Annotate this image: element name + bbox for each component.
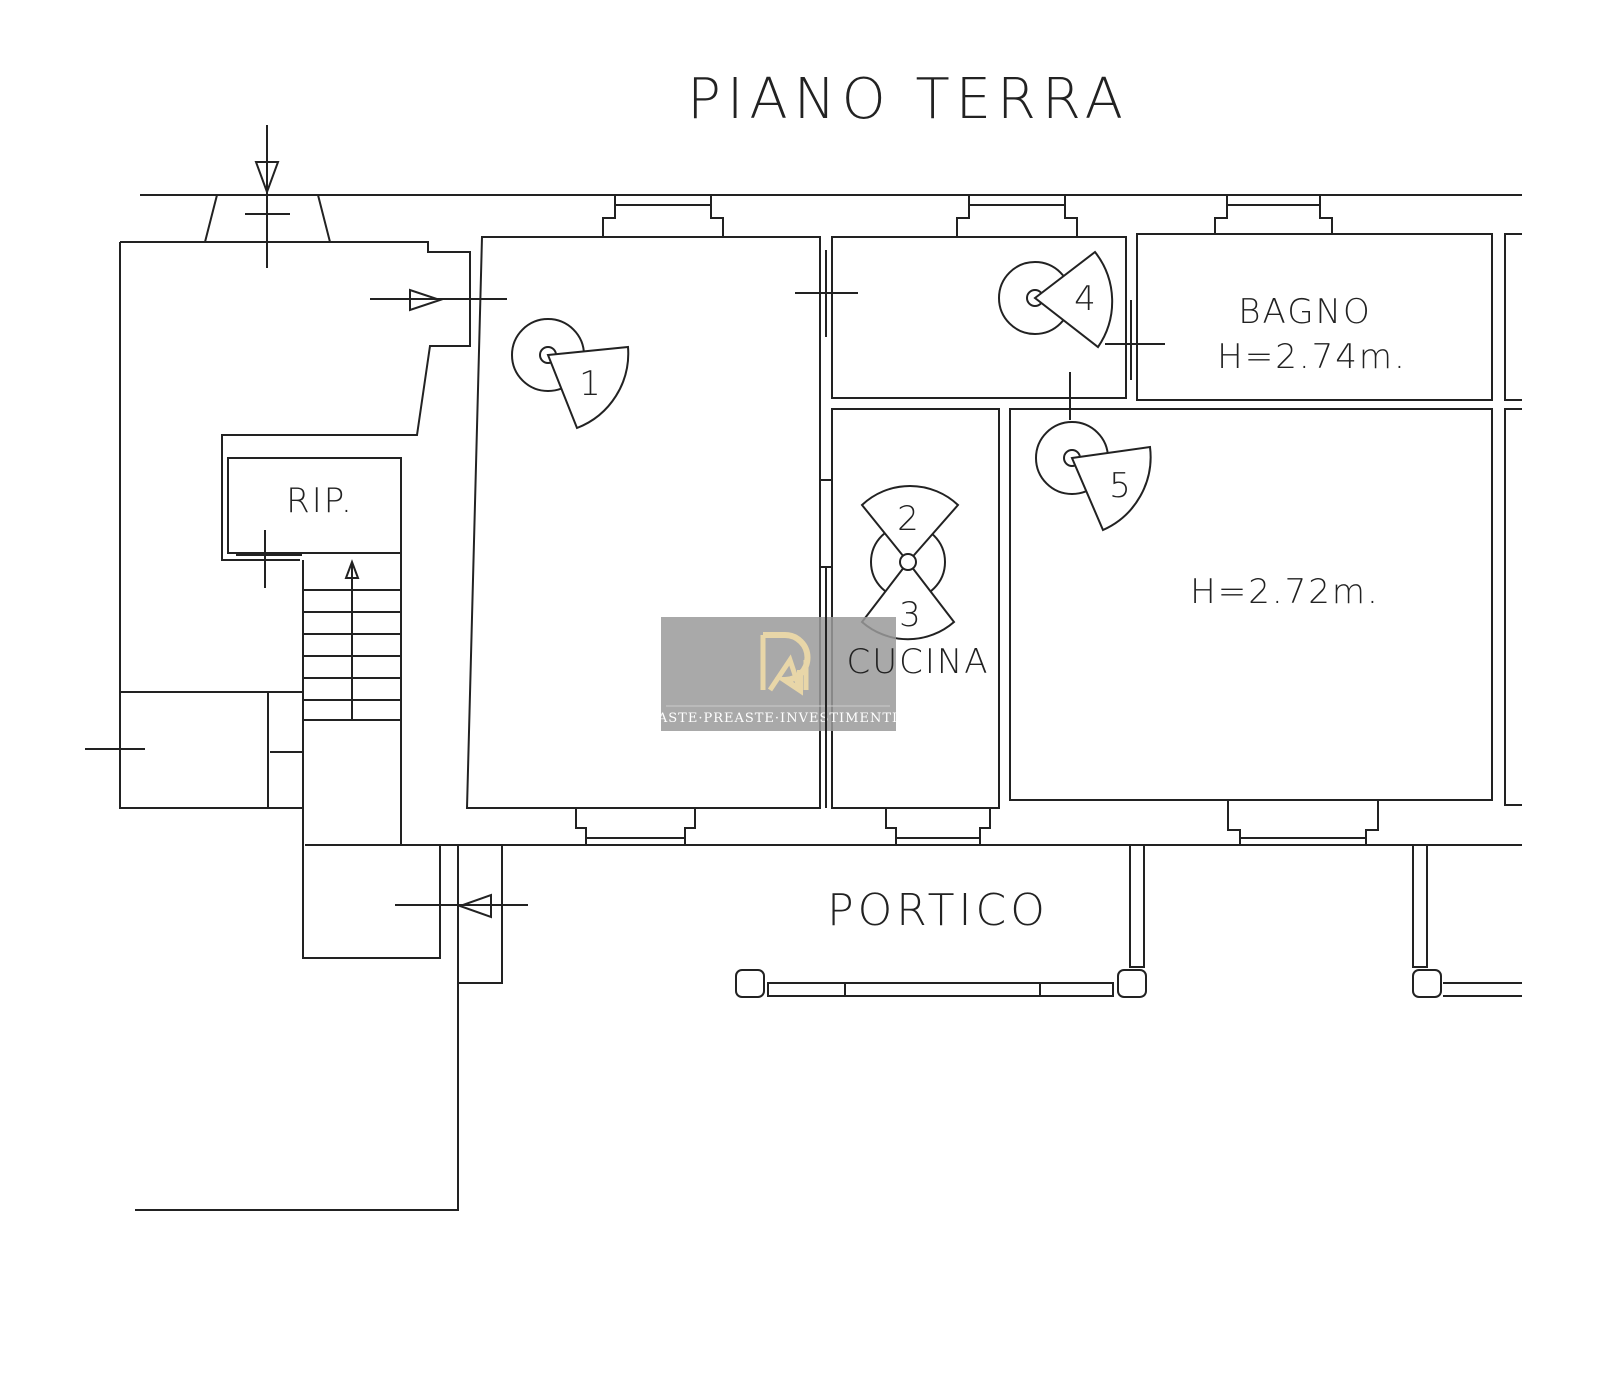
photo-point-1: 1 — [511, 318, 630, 430]
plan-title: PIANO TERRA — [687, 67, 1129, 132]
room-labels: BAGNO H=2.74m. RIP. CUCINA H=2.72m. PORT… — [286, 292, 1407, 936]
svg-text:2: 2 — [897, 499, 919, 539]
photo-points: 1 2 3 4 5 — [511, 250, 1152, 641]
photo-point-4: 4 — [998, 250, 1114, 349]
watermark-text: ASTE·PREASTE·INVESTIMENTI — [657, 711, 898, 726]
windows — [203, 194, 1379, 845]
portico-structure — [735, 844, 1522, 998]
camera-height: H=2.72m. — [1190, 572, 1380, 612]
watermark-logo — [763, 632, 811, 696]
portico-label: PORTICO — [827, 885, 1049, 936]
bagno-label: BAGNO — [1238, 292, 1371, 332]
staircase — [303, 559, 401, 721]
photo-point-2-3: 2 3 — [860, 484, 960, 641]
svg-text:5: 5 — [1109, 466, 1131, 506]
bagno-height: H=2.74m. — [1217, 337, 1407, 377]
rip-label: RIP. — [286, 481, 354, 521]
svg-text:3: 3 — [899, 595, 921, 635]
svg-text:1: 1 — [579, 364, 601, 404]
cucina-label: CUCINA — [846, 642, 989, 682]
entrance-arrows — [85, 125, 1165, 930]
watermark: ASTE·PREASTE·INVESTIMENTI — [657, 617, 898, 731]
svg-text:4: 4 — [1074, 279, 1096, 319]
walls — [119, 194, 1522, 1211]
photo-point-5: 5 — [1035, 421, 1152, 532]
